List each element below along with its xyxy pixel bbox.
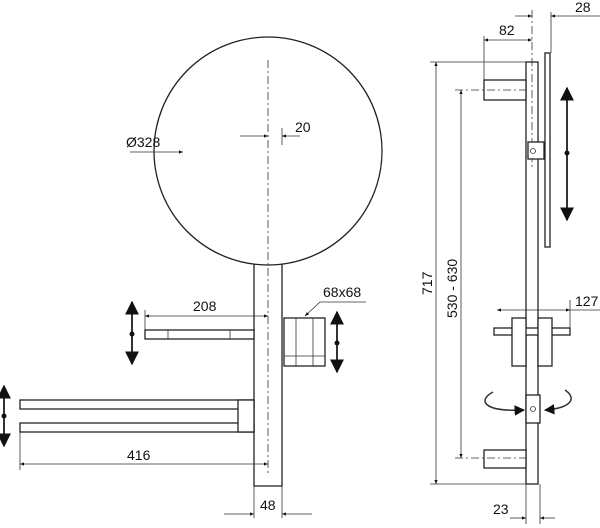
dim-pole-width: 48 [260, 497, 276, 513]
adjust-arrow-icon [0, 300, 344, 448]
dim-mirror-offset: 20 [295, 119, 311, 135]
dim-total-height: 717 [419, 271, 435, 295]
towel-bar-hinge [237, 399, 255, 433]
slide-arrow-icon [560, 86, 574, 222]
swivel-joint [525, 394, 541, 424]
towel-bar-lower [19, 422, 255, 433]
shelf [144, 329, 255, 340]
shelf-bracket-left [511, 317, 527, 367]
rotate-arrow-icon [484, 389, 572, 416]
dim-rail-width: 23 [493, 501, 509, 517]
shelf-bracket-right [537, 317, 553, 367]
dim-fixing-distance: 530 - 630 [444, 259, 460, 318]
dim-towel-bar-length: 416 [127, 447, 151, 463]
dim-shelf-depth: 127 [575, 293, 599, 309]
dim-mirror-diameter: Ø328 [126, 134, 160, 150]
dim-shelf-width: 208 [193, 298, 217, 314]
towel-bar-upper [19, 399, 255, 410]
dim-cup-size: 68x68 [323, 284, 361, 300]
cup-holder [283, 317, 326, 367]
wall-arm-bottom [483, 449, 527, 469]
shelf-side [493, 327, 571, 336]
front-view: 208 416 48 20 Ø328 68x68 [0, 36, 383, 518]
mirror-side [544, 52, 551, 248]
dim-mirror-depth: 28 [575, 0, 591, 15]
mirror-clamp [527, 141, 545, 160]
side-view: 717 530 - 630 82 28 127 23 [419, 0, 600, 524]
dim-arm-depth: 82 [499, 22, 515, 38]
